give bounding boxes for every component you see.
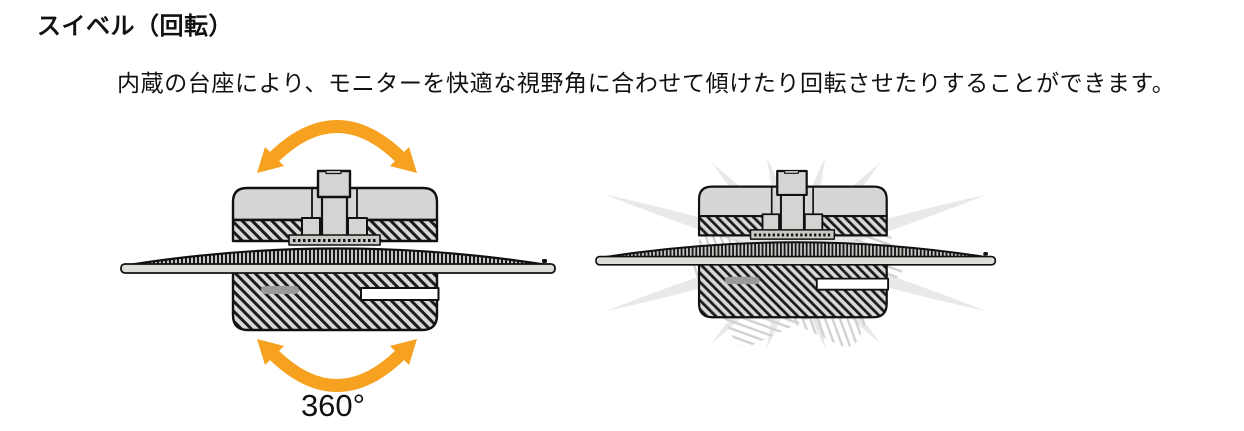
section-title: スイベル（回転）	[37, 13, 233, 40]
rotate-arrow-top-icon	[257, 120, 417, 173]
body-text: 内蔵の台座により、モニターを快適な視野角に合わせて傾けたり回転させたりすることが…	[117, 70, 1176, 96]
swivel-figure-ghost-positions	[594, 155, 997, 351]
rotation-degree-label: 360°	[300, 388, 366, 423]
monitor-top-view	[119, 169, 556, 332]
swivel-figure-with-arrows	[119, 120, 556, 392]
rotate-arrow-bottom-icon	[257, 339, 417, 392]
